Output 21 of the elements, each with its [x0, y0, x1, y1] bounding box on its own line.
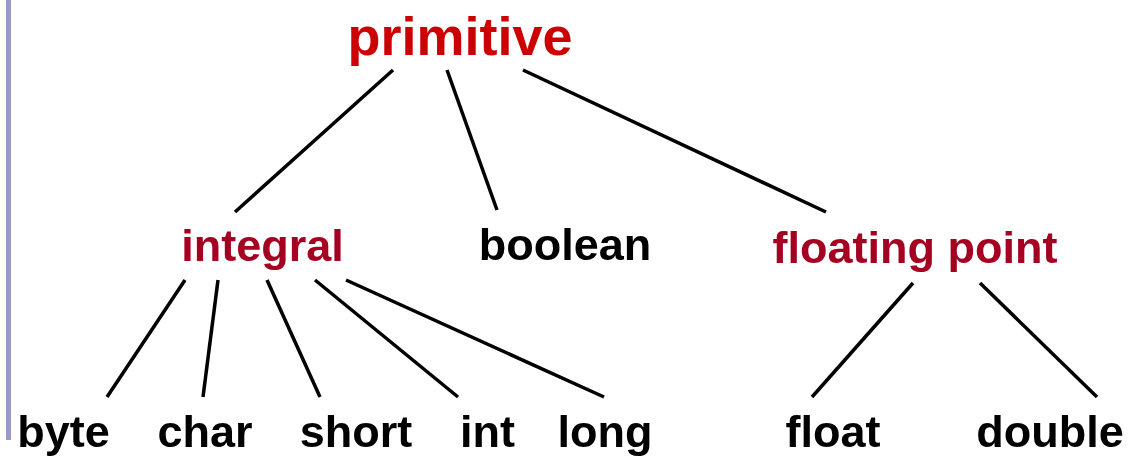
type-label: boolean — [455, 210, 675, 280]
type-label: char — [140, 397, 270, 467]
connector-line — [810, 281, 915, 399]
type-label: double — [958, 397, 1142, 467]
connector-line — [313, 278, 460, 399]
connector-line — [201, 279, 220, 398]
connector-line — [445, 69, 499, 211]
connector-line — [233, 68, 395, 214]
type-label: long — [545, 397, 665, 467]
type-label: short — [282, 397, 430, 467]
connector-line — [522, 68, 827, 214]
type-label: primitive — [320, 2, 600, 70]
type-label: int — [445, 397, 530, 467]
type-label: floating point — [735, 212, 1095, 283]
connector-line — [345, 278, 605, 399]
connector-line — [978, 281, 1099, 399]
connector-line — [105, 279, 187, 398]
connector-line — [265, 279, 322, 398]
type-label: byte — [2, 397, 125, 467]
type-label: float — [768, 397, 898, 467]
type-label: integral — [155, 212, 370, 280]
